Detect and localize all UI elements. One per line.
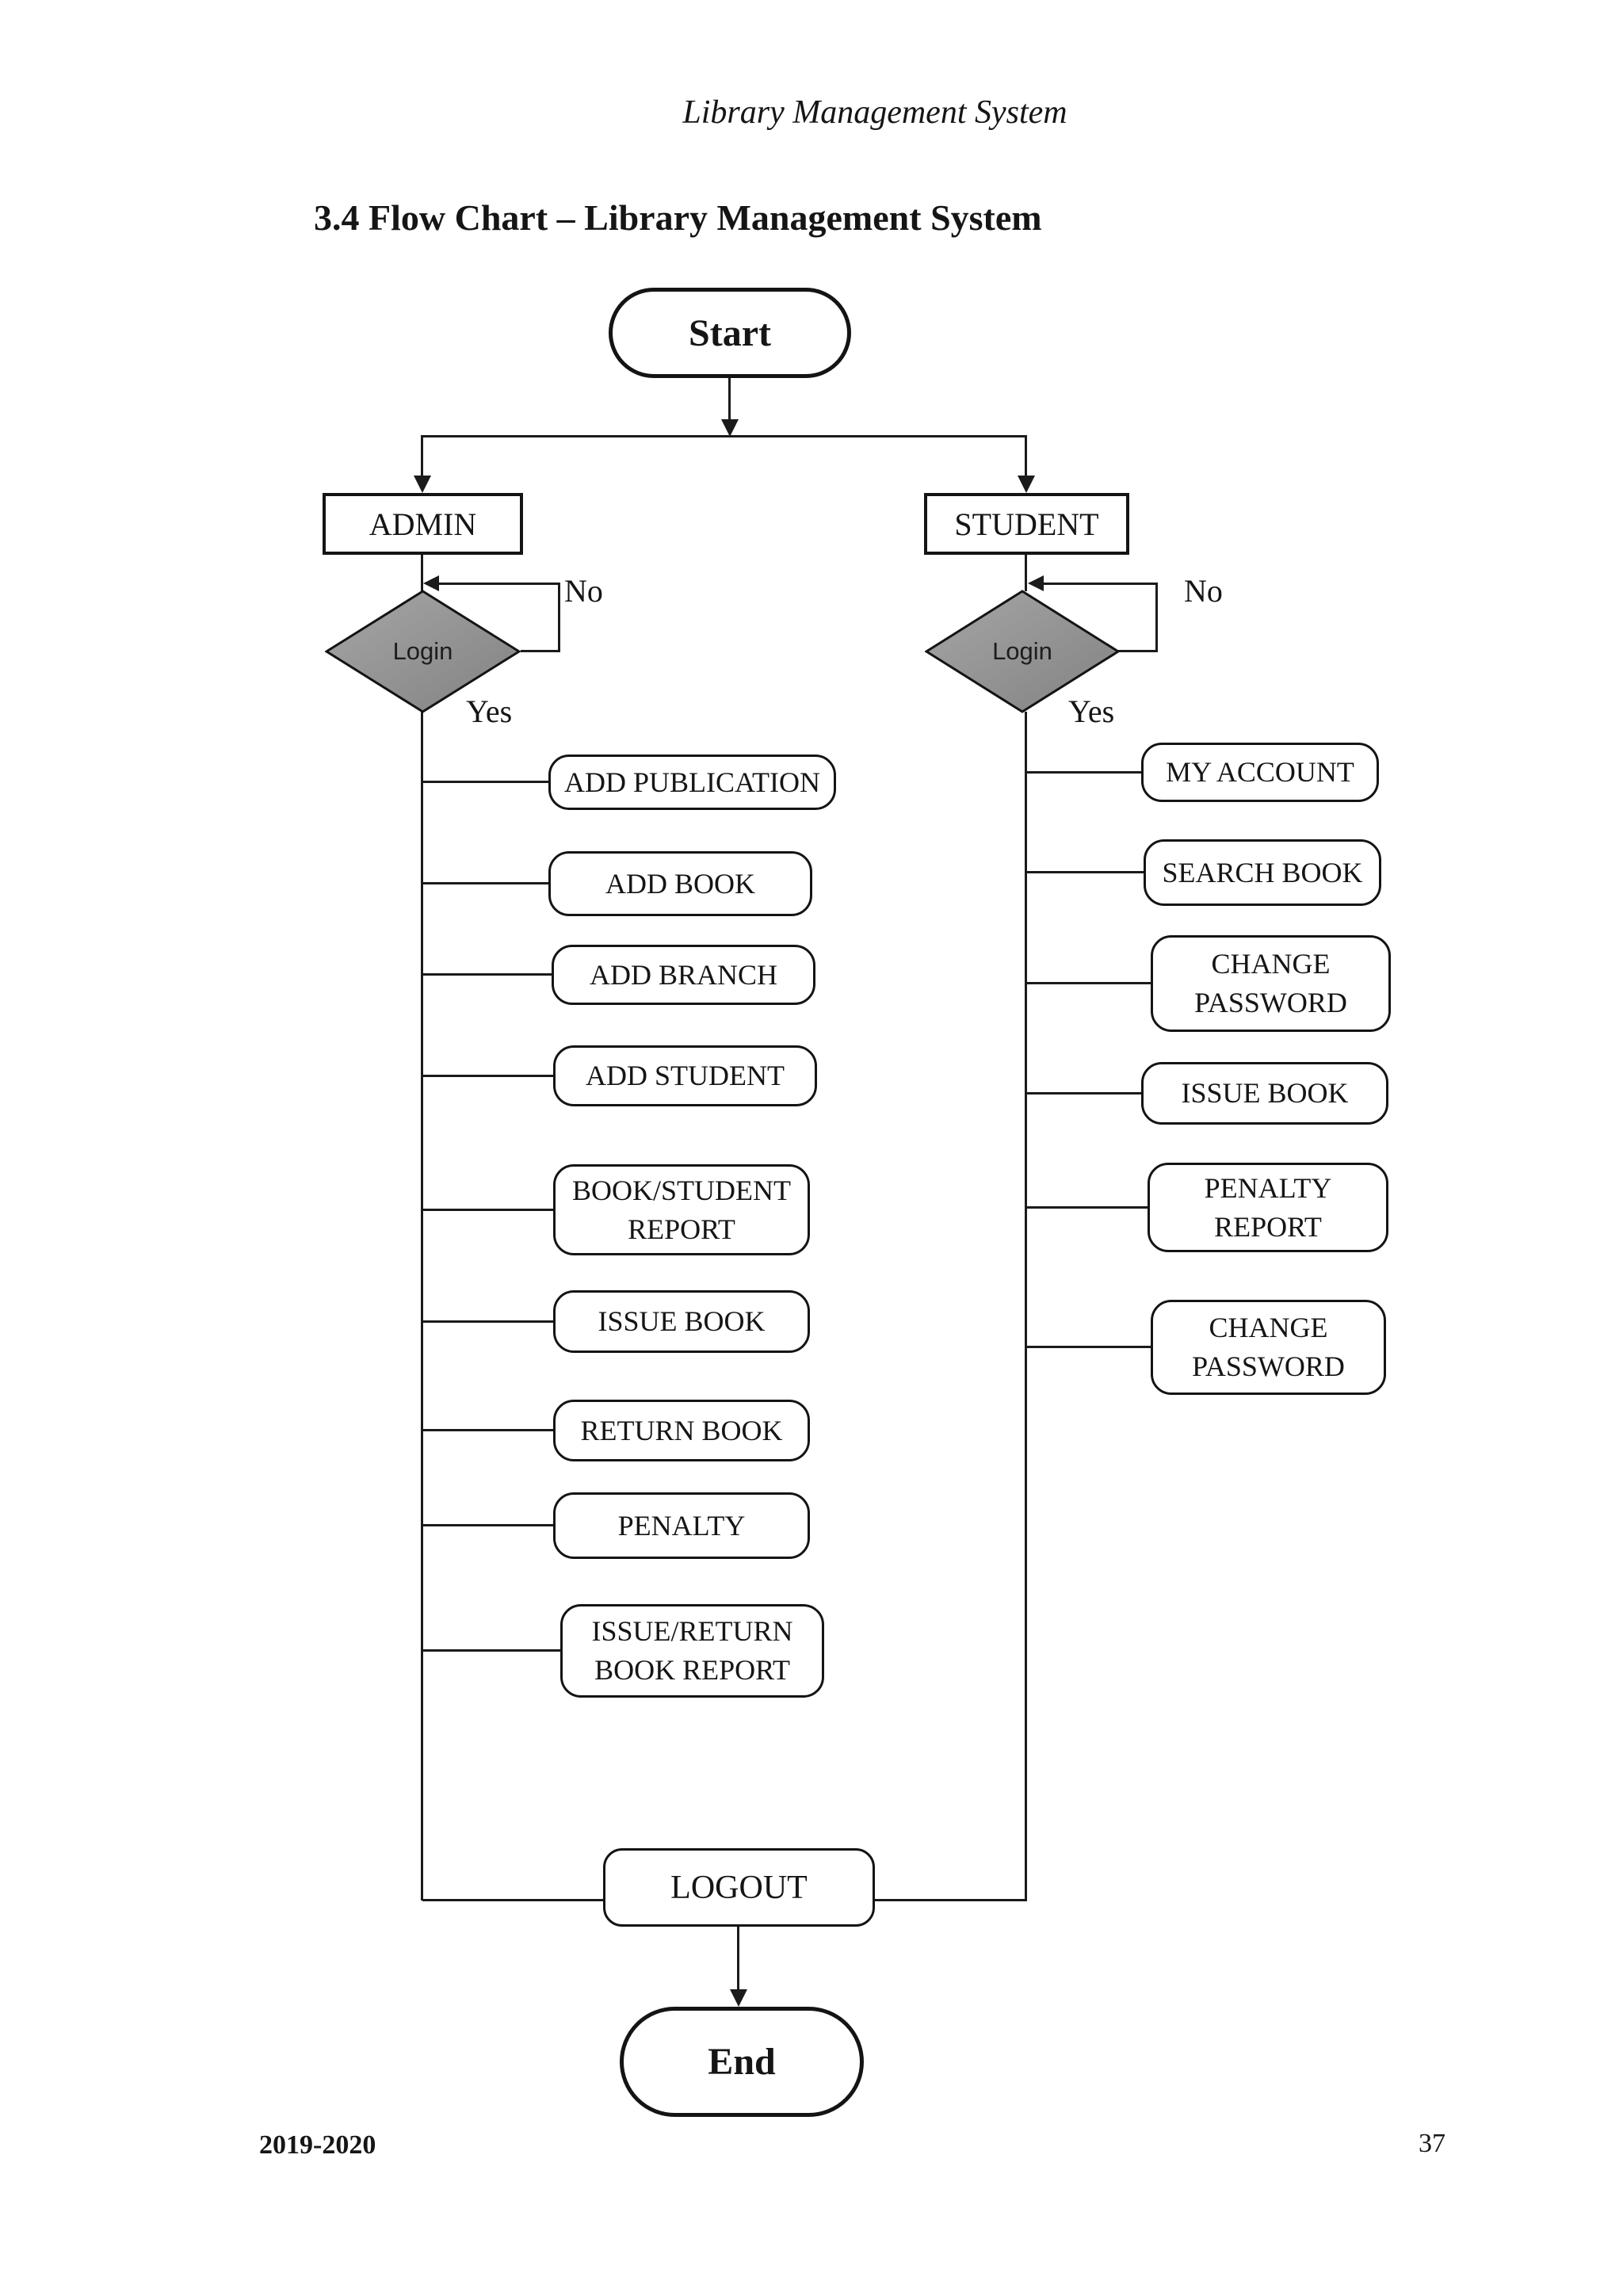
connector-line xyxy=(422,1320,553,1323)
student-action-change-password: CHANGE PASSWORD xyxy=(1151,935,1391,1032)
logout-box: LOGOUT xyxy=(603,1848,875,1927)
connector-line xyxy=(422,1429,553,1431)
student-trunk-line xyxy=(1025,712,1027,1901)
action-label: CHANGE PASSWORD xyxy=(1194,948,1347,1018)
connector-line xyxy=(422,1209,553,1211)
connector-line xyxy=(422,781,548,783)
connector-line xyxy=(875,1899,1027,1901)
arrow-left-icon xyxy=(423,575,439,591)
admin-label: ADMIN xyxy=(369,506,477,542)
action-label: BOOK/STUDENT REPORT xyxy=(572,1174,791,1245)
connector-line xyxy=(421,555,423,591)
action-label: PENALTY REPORT xyxy=(1204,1171,1332,1243)
action-label: ISSUE/RETURN BOOK REPORT xyxy=(591,1615,793,1686)
arrow-down-icon xyxy=(730,1989,747,2007)
connector-line xyxy=(1025,555,1027,591)
edge-label-no-admin: No xyxy=(564,573,603,609)
end-terminal: End xyxy=(620,2007,864,2117)
admin-action-return-book: RETURN BOOK xyxy=(553,1400,810,1461)
student-action-issue-book: ISSUE BOOK xyxy=(1141,1062,1388,1125)
action-label: SEARCH BOOK xyxy=(1162,856,1363,888)
student-action-penalty-report: PENALTY REPORT xyxy=(1148,1163,1388,1252)
admin-action-add-branch: ADD BRANCH xyxy=(552,945,815,1005)
action-label: PENALTY xyxy=(617,1509,746,1541)
start-terminal: Start xyxy=(609,288,851,378)
document-header: Library Management System xyxy=(682,94,1067,131)
no-loop-line xyxy=(521,650,559,652)
admin-trunk-line xyxy=(421,712,423,1901)
diamond-shape xyxy=(325,590,521,713)
no-loop-line xyxy=(1155,583,1158,652)
connector-line xyxy=(422,973,552,976)
diamond-shape xyxy=(925,590,1120,713)
arrow-down-icon xyxy=(414,476,431,493)
section-title: 3.4 Flow Chart – Library Management Syst… xyxy=(314,197,1042,238)
edge-label-no-student: No xyxy=(1184,573,1223,609)
action-label: ADD PUBLICATION xyxy=(564,766,820,798)
edge-label-yes-admin: Yes xyxy=(466,693,513,729)
connector-line xyxy=(421,435,423,476)
end-label: End xyxy=(708,2041,776,2083)
admin-action-book-student-report: BOOK/STUDENT REPORT xyxy=(553,1164,810,1255)
admin-action-issue-return-book-report: ISSUE/RETURN BOOK REPORT xyxy=(560,1604,824,1698)
connector-line xyxy=(422,882,548,884)
student-action-search-book: SEARCH BOOK xyxy=(1144,839,1381,906)
footer-page-number: 37 xyxy=(1419,2129,1445,2158)
start-label: Start xyxy=(689,311,771,354)
admin-action-add-book: ADD BOOK xyxy=(548,851,812,916)
admin-action-penalty: PENALTY xyxy=(553,1492,810,1559)
login-label: Login xyxy=(392,637,453,665)
no-loop-line xyxy=(1118,650,1157,652)
connector-line xyxy=(728,378,731,421)
connector-line xyxy=(422,1524,553,1526)
connector-line xyxy=(422,1075,553,1077)
no-loop-line xyxy=(1042,583,1158,585)
connector-line xyxy=(1026,871,1144,873)
logout-label: LOGOUT xyxy=(670,1869,808,1906)
login-decision-admin: Login xyxy=(325,590,521,713)
student-branch-box: STUDENT xyxy=(924,493,1129,555)
connector-line xyxy=(422,1649,560,1652)
arrow-down-icon xyxy=(1018,476,1035,493)
connector-line xyxy=(1025,435,1027,476)
action-label: ISSUE BOOK xyxy=(1181,1077,1349,1110)
no-loop-line xyxy=(558,583,560,652)
action-label: RETURN BOOK xyxy=(580,1414,783,1446)
connector-line xyxy=(1026,771,1141,774)
action-label: MY ACCOUNT xyxy=(1166,756,1354,789)
student-label: STUDENT xyxy=(954,506,1099,542)
login-label: Login xyxy=(992,637,1052,665)
action-label: ADD BRANCH xyxy=(589,958,778,991)
student-action-change-password-2: CHANGE PASSWORD xyxy=(1151,1300,1386,1395)
admin-action-add-publication: ADD PUBLICATION xyxy=(548,755,836,810)
footer-year: 2019-2020 xyxy=(259,2130,376,2160)
connector-line xyxy=(1026,1206,1148,1209)
login-decision-student: Login xyxy=(925,590,1120,713)
student-action-my-account: MY ACCOUNT xyxy=(1141,743,1379,802)
action-label: ISSUE BOOK xyxy=(598,1305,766,1338)
action-label: ADD STUDENT xyxy=(586,1060,785,1092)
admin-action-add-student: ADD STUDENT xyxy=(553,1045,817,1106)
connector-line xyxy=(1026,1346,1151,1348)
edge-label-yes-student: Yes xyxy=(1068,693,1115,729)
admin-action-issue-book: ISSUE BOOK xyxy=(553,1290,810,1353)
arrow-left-icon xyxy=(1028,575,1044,591)
connector-line xyxy=(1026,1092,1141,1095)
no-loop-line xyxy=(437,583,559,585)
connector-line xyxy=(737,1927,739,1991)
action-label: ADD BOOK xyxy=(605,867,755,900)
action-label: CHANGE PASSWORD xyxy=(1192,1312,1345,1382)
arrow-down-icon xyxy=(721,419,739,437)
admin-branch-box: ADMIN xyxy=(323,493,523,555)
connector-line xyxy=(422,1899,603,1901)
connector-line xyxy=(1026,982,1151,984)
